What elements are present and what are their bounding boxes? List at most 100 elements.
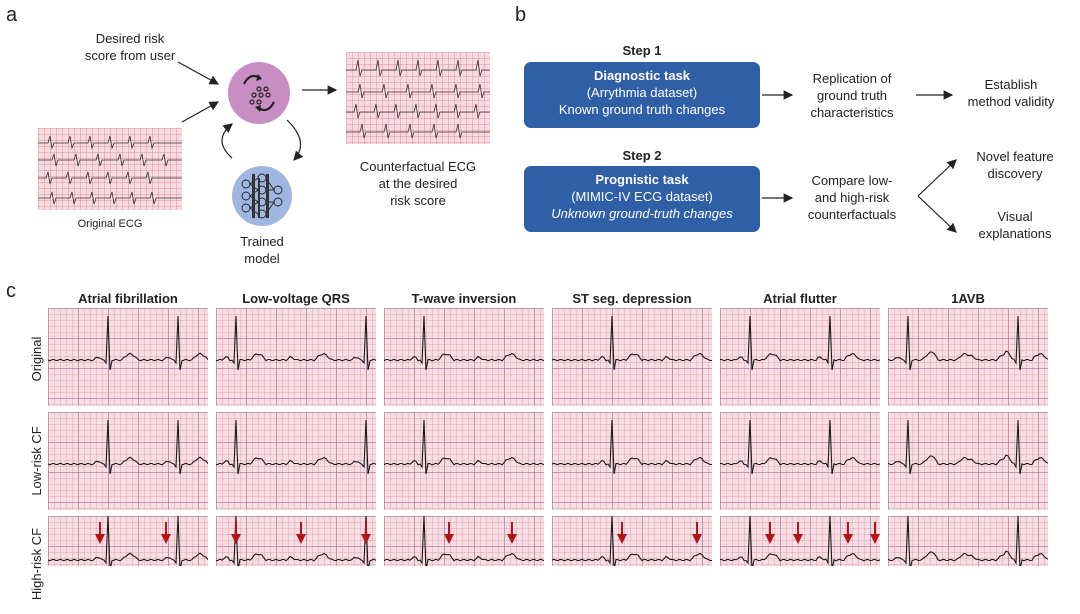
change-arrow-head [870,534,880,544]
ecg-strip [384,308,544,406]
step1-result-line2: ground truth [816,88,888,103]
counterfactual-ecg-label: Counterfactual ECG at the desired risk s… [340,158,496,209]
cf-line1: Counterfactual ECG [359,159,477,174]
ecg-strip [48,516,208,566]
original-ecg-trace [38,135,182,205]
ecg-waveform [384,419,544,475]
desired-risk-label: Desired risk score from user [60,30,200,64]
ecg-strip [888,412,1048,510]
col-title-1avb: 1AVB [951,291,985,306]
ecg-waveform [888,315,1048,371]
shuffle-icon [243,74,275,112]
step1-result-line1: Replication of [812,71,892,86]
ecg-waveform [216,315,376,371]
ecg-line [48,516,208,566]
ecg-line [888,419,1048,475]
ecg-waveform [888,516,1048,566]
change-arrow-head [765,534,775,544]
ecg-waveform [552,315,712,371]
step2-result: Compare low- and high-risk counterfactua… [792,172,912,223]
step2-out1-line2: discovery [987,166,1043,181]
ecg-line [720,516,880,566]
panel-a-letter: a [6,4,18,26]
desired-risk-line2: score from user [84,48,176,63]
ecg-waveform [48,419,208,475]
change-arrow-head [95,534,105,544]
panel-c-letter: c [6,280,16,302]
trained-model-line1: Trained [240,234,284,249]
change-arrow-head [231,534,241,544]
step1-final: Establish method validity [956,76,1066,110]
ecg-waveform [216,419,376,475]
panel-a-arrows [177,61,338,161]
change-arrow-head [444,534,454,544]
step1-title: Diagnostic task [593,68,691,83]
step2-result-line3: counterfactuals [807,207,897,222]
ecg-strip [216,516,376,566]
change-arrow-head [361,534,371,544]
step2-result-line2: and high-risk [814,190,890,205]
change-arrow-head [617,534,627,544]
desired-risk-line1: Desired risk [95,31,165,46]
step2-title: Prognistic task [595,172,689,187]
ecg-line [384,419,544,475]
change-arrow-head [793,534,803,544]
counterfactual-ecg-trace [346,59,490,139]
ecg-line [552,516,712,566]
change-arrow-head [296,534,306,544]
step2-output-2: Visual explanations [960,208,1070,242]
change-arrow-head [692,534,702,544]
ecg-strip [888,308,1048,406]
ecg-line [216,315,376,371]
row-label-original: Original [29,336,44,382]
ecg-waveform [720,315,880,371]
trained-model-circle [232,166,292,226]
step2-box: Prognistic task (MIMIC-IV ECG dataset) U… [524,166,760,232]
ecg-line [888,315,1048,371]
step2-truth: Unknown ground-truth changes [551,206,733,221]
ecg-waveform [552,419,712,475]
ecg-waveform [384,516,544,566]
change-arrow-head [507,534,517,544]
step1-result: Replication of ground truth characterist… [792,70,912,121]
step2-output-1: Novel feature discovery [960,148,1070,182]
ecg-line [552,419,712,475]
ecg-strip [720,516,880,566]
cf-line2: at the desired [378,176,458,191]
ecg-waveform [216,516,376,566]
col-title-aflutter: Atrial flutter [763,291,837,306]
ecg-waveform [720,419,880,475]
model-circle [228,62,290,124]
trained-model-line2: model [244,251,280,266]
step2-label: Step 2 [622,148,662,163]
step2-dataset: (MIMIC-IV ECG dataset) [571,189,713,204]
col-title-afib: Atrial fibrillation [78,291,178,306]
ecg-strip [48,308,208,406]
counterfactual-ecg-thumbnail [346,52,490,144]
ecg-waveform [48,516,208,566]
col-title-stdep: ST seg. depression [572,291,692,306]
ecg-line [48,315,208,371]
step1-final-line2: method validity [967,94,1055,109]
original-ecg-caption: Original ECG [77,218,143,230]
ecg-strip [216,308,376,406]
ecg-line [720,315,880,371]
col-title-lowvoltage: Low-voltage QRS [242,291,350,306]
ecg-strip [720,308,880,406]
ecg-strip [384,516,544,566]
ecg-line [720,419,880,475]
ecg-waveform [720,516,880,566]
step1-dataset: (Arrythmia dataset) [586,85,698,100]
ecg-waveform [384,315,544,371]
panel-b-letter: b [515,4,527,26]
ecg-strip [384,412,544,510]
ecg-waveform [48,315,208,371]
step2-result-line1: Compare low- [811,173,893,188]
step2-out2-line2: explanations [978,226,1052,241]
ecg-line [552,315,712,371]
neural-network-icon [241,173,283,219]
ecg-line [888,516,1048,566]
col-title-twave: T-wave inversion [411,291,517,306]
row-label-high-risk: High-risk CF [29,527,44,601]
step1-label: Step 1 [622,43,662,58]
